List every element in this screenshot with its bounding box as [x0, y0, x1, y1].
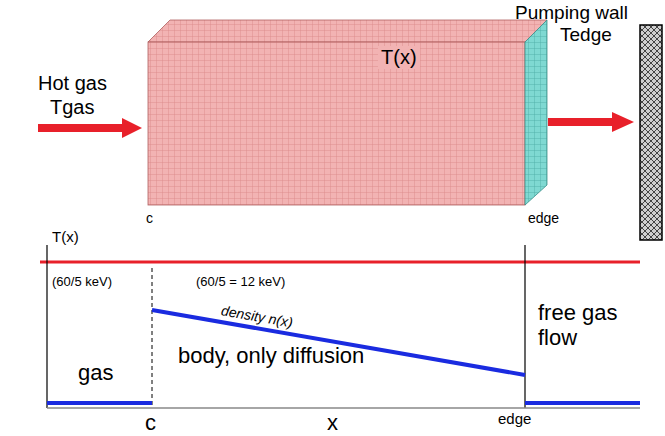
region-label: gas — [78, 360, 113, 385]
box-front — [148, 42, 525, 205]
inflow-temp: Tgas — [50, 96, 94, 119]
region-label: free gas flow — [538, 300, 648, 351]
boundary-dashed — [152, 268, 153, 408]
outflow-arrow — [548, 118, 614, 126]
axis-tick-label: edge — [498, 410, 531, 427]
temperature-value: (60/5 = 12 keV) — [196, 275, 285, 290]
temperature-line — [40, 261, 640, 264]
edge-face — [525, 20, 547, 205]
inflow-arrowhead — [122, 118, 142, 138]
axis-line — [46, 245, 47, 408]
wall-temp: Tedge — [560, 24, 612, 46]
boundary-line — [524, 245, 525, 408]
position-label: edge — [528, 210, 559, 226]
axis-tick-label: c — [145, 410, 156, 435]
inflow-arrow — [38, 124, 124, 132]
axis-label: T(x) — [52, 228, 79, 245]
pumping-wall — [640, 25, 662, 240]
density-slope — [152, 310, 525, 375]
position-label: c — [146, 210, 153, 226]
density-line — [525, 401, 640, 405]
box-top — [148, 20, 547, 42]
outflow-arrowhead — [612, 112, 634, 132]
temperature-value: (60/5 keV) — [52, 275, 112, 290]
wall-label: Pumping wall — [515, 2, 628, 24]
region-label: body, only diffusion — [178, 343, 368, 368]
inflow-label: Hot gas — [38, 72, 107, 95]
x-axis — [47, 407, 640, 409]
density-line — [47, 401, 152, 405]
field-label: T(x) — [378, 46, 420, 69]
axis-label: x — [327, 410, 338, 435]
